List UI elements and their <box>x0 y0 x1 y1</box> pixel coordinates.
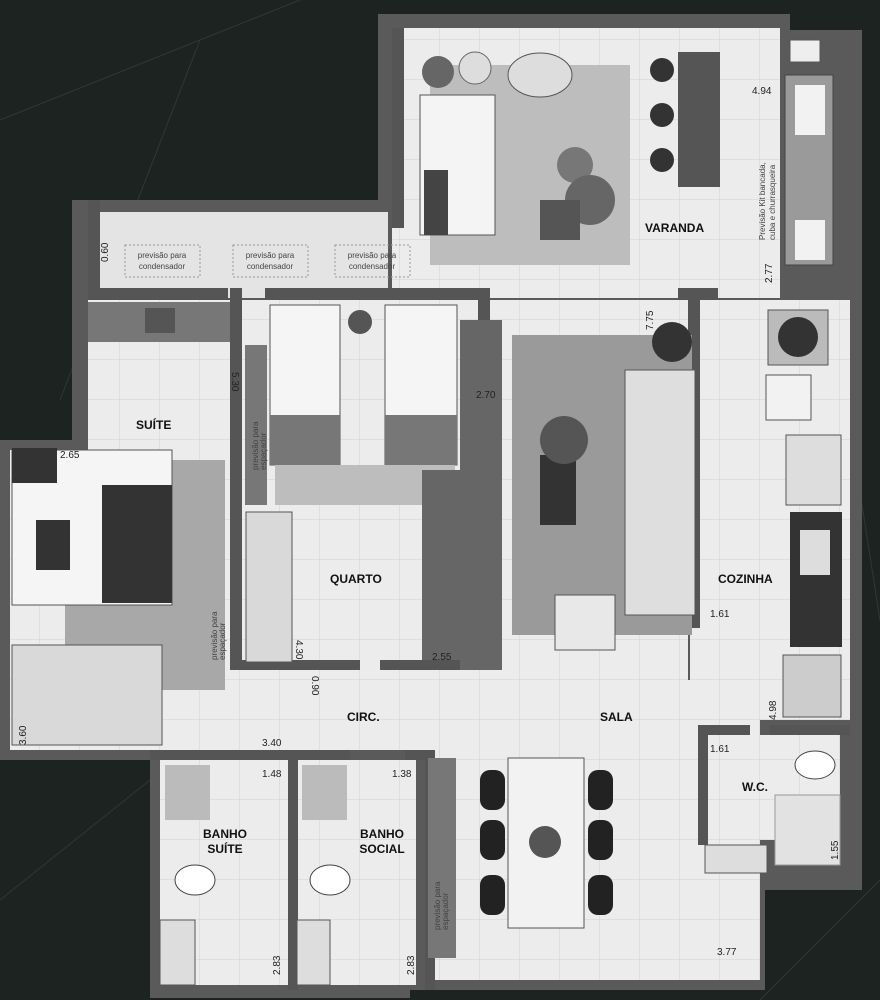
dim-sala-length: 7.75 <box>645 310 656 330</box>
room-label-cozinha: COZINHA <box>718 572 773 586</box>
dim-cozinha-length: 4.98 <box>768 700 779 720</box>
room-label-banho-suite: BANHO <box>203 827 247 841</box>
notes: previsão para condensador previsão para … <box>138 162 777 930</box>
condenser-note-3b: condensador <box>349 262 396 271</box>
furniture <box>11 39 842 986</box>
condenser-note-2b: condensador <box>247 262 294 271</box>
kit-note-1: Previsão Kit bancada, <box>758 162 767 240</box>
dim-wc-length: 1.55 <box>830 840 841 860</box>
room-label-banho-social-2: SOCIAL <box>359 842 404 856</box>
spacer-note-3: previsão para <box>433 881 442 930</box>
spacer-note-2b: espaçador <box>218 622 227 660</box>
condenser-note-1b: condensador <box>139 262 186 271</box>
kit-note-2: cuba e churrasqueira <box>768 164 777 240</box>
dim-banho-suite-length: 2.83 <box>272 955 283 975</box>
dim-banho-social-width: 1.38 <box>392 769 412 780</box>
room-label-suite: SUÍTE <box>136 417 171 432</box>
dim-quarto-width: 2.55 <box>432 652 452 663</box>
dim-banho-suite-width: 1.48 <box>262 769 282 780</box>
dim-suite-length: 5.30 <box>229 372 240 392</box>
dim-varanda-depth: 0.60 <box>100 242 111 262</box>
dim-circ-width: 0.90 <box>309 676 320 696</box>
spacer-note-2: previsão para <box>210 611 219 660</box>
dim-suite-width: 2.65 <box>60 450 80 461</box>
dimensions: 0.60 4.94 2.77 5.30 2.65 3.60 2.70 7.75 … <box>18 86 841 975</box>
spacer-note-3b: espaçador <box>441 892 450 930</box>
room-label-wc: W.C. <box>742 780 768 794</box>
spacer-note-1: previsão para <box>251 421 260 470</box>
room-label-varanda: VARANDA <box>645 221 704 235</box>
room-label-circ: CIRC. <box>347 710 380 724</box>
dim-sala-width: 3.77 <box>717 947 737 958</box>
condenser-note-1: previsão para <box>138 251 187 260</box>
dim-varanda-width: 2.77 <box>764 263 775 283</box>
dim-circ-length: 3.40 <box>262 738 282 749</box>
dim-varanda-length: 4.94 <box>752 86 772 97</box>
dim-quarto-length: 2.70 <box>476 390 496 401</box>
condenser-areas <box>124 244 411 278</box>
room-label-quarto: QUARTO <box>330 572 382 586</box>
dim-banho-social-length: 2.83 <box>406 955 417 975</box>
spacer-note-1b: espaçador <box>259 432 268 470</box>
room-label-banho-social: BANHO <box>360 827 404 841</box>
dim-cozinha-width: 1.61 <box>710 609 730 620</box>
room-label-banho-suite-2: SUÍTE <box>207 841 242 856</box>
dim-quarto-closet: 4.30 <box>293 640 304 660</box>
condenser-note-2: previsão para <box>246 251 295 260</box>
condenser-note-3: previsão para <box>348 251 397 260</box>
dim-wc-width: 1.61 <box>710 744 730 755</box>
dim-suite-closet: 3.60 <box>18 725 29 745</box>
room-label-sala: SALA <box>600 710 633 724</box>
